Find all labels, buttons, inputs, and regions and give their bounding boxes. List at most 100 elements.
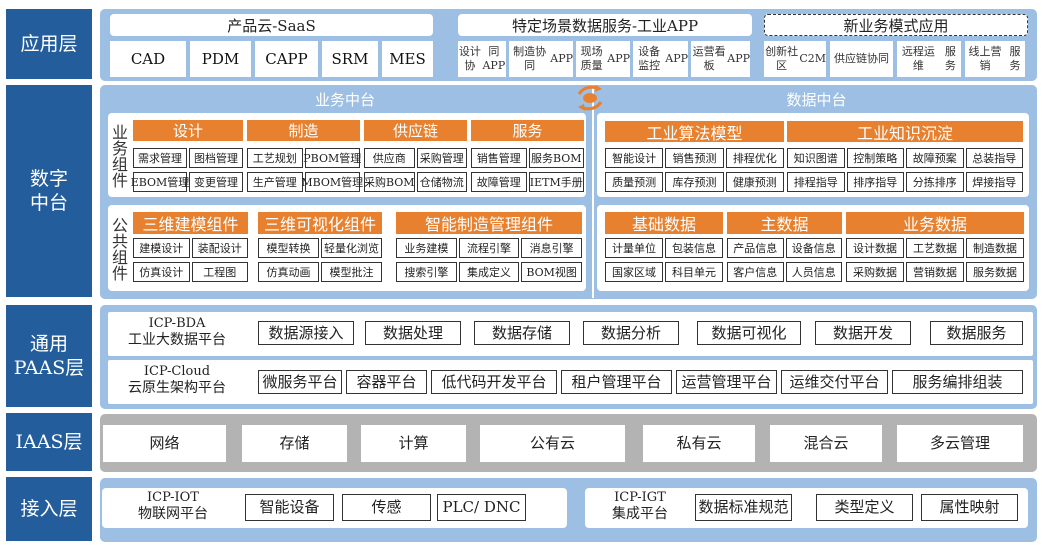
cloud-item: 运维交付平台 — [781, 370, 888, 394]
business-group-header: 供应链 — [364, 120, 467, 141]
bda-item: 数据可视化 — [697, 321, 801, 345]
public-component-item: 搜索引擎 — [396, 262, 457, 282]
data-model-item: 健康预测 — [725, 172, 784, 192]
data-model-item: 焊接指导 — [965, 172, 1023, 192]
cycle-arrows-icon — [575, 85, 605, 111]
business-group-header: 服务 — [471, 120, 584, 141]
cloud-item: 微服务平台 — [258, 370, 342, 394]
business-component-item: 销售管理 — [471, 148, 527, 168]
midplatform-divider — [592, 86, 594, 298]
new-business-item: 供应链协同 — [830, 41, 893, 77]
data-model-item: 分拣排序 — [906, 172, 964, 192]
iot-item: 传感 — [342, 494, 431, 521]
bda-item: 数据开发 — [815, 321, 911, 345]
data-model-item: 质量预测 — [605, 172, 664, 192]
data-item: 科目单元 — [665, 262, 723, 282]
iaas-item: 私有云 — [643, 425, 755, 462]
data-model-item: 知识图谱 — [787, 148, 845, 168]
public-group-header: 智能制造管理组件 — [396, 212, 582, 234]
cloud-item: 运营管理平台 — [676, 370, 777, 394]
saas-item: SRM — [322, 41, 378, 77]
public-component-item: 工程图 — [191, 262, 248, 282]
business-component-item: 采购BOM — [364, 172, 415, 192]
public-component-item: 模型批注 — [321, 262, 382, 282]
cloud-item: 低代码开发平台 — [431, 370, 557, 394]
saas-item: CAPP — [255, 41, 318, 77]
data-model-item: 排程优化 — [725, 148, 784, 168]
cloud-item: 服务编排组装 — [892, 370, 1023, 394]
data-item: 工艺数据 — [906, 238, 964, 258]
iaas-item: 公有云 — [480, 425, 625, 462]
new-business-item: 线上营销服务 — [965, 41, 1025, 77]
layer-label-iaas: IAAS层 — [6, 413, 92, 471]
cloud-name: ICP-Cloud — [143, 364, 211, 379]
iaas-item: 网络 — [103, 425, 226, 462]
business-component-item: PBOM管理 — [303, 148, 361, 168]
data-model-item: 故障预案 — [906, 148, 964, 168]
iot-subtitle: 物联网平台 — [138, 506, 208, 522]
new-business-title-text: 新业务模式应用 — [843, 16, 949, 35]
bda-subtitle: 工业大数据平台 — [128, 332, 226, 348]
iaas-item: 混合云 — [770, 425, 882, 462]
public-component-item: 消息引擎 — [521, 238, 582, 258]
business-component-item: 图档管理 — [189, 148, 243, 168]
data-model-item: 销售预测 — [665, 148, 724, 168]
cloud-item: 租户管理平台 — [561, 370, 672, 394]
bda-item: 数据处理 — [365, 321, 461, 345]
data-model-item: 智能设计 — [605, 148, 664, 168]
cloud-subtitle: 云原生架构平台 — [128, 380, 226, 396]
data-item: 国家区域 — [605, 262, 663, 282]
layer-label-text: 接入层 — [20, 498, 78, 520]
saas-title-text: 产品云-SaaS — [227, 16, 316, 35]
layer-label-text: 应用层 — [20, 33, 78, 55]
business-component-item: 变更管理 — [189, 172, 243, 192]
iaas-item: 多云管理 — [897, 425, 1023, 462]
layer-label-paas: 通用 PAAS层 — [6, 305, 92, 407]
igt-subtitle: 集成平台 — [612, 506, 668, 522]
bda-item: 数据源接入 — [258, 321, 354, 345]
data-model-item: 排程指导 — [787, 172, 845, 192]
data-item: 服务数据 — [966, 262, 1024, 282]
saas-title: 产品云-SaaS — [110, 14, 433, 36]
business-platform-title-text: 业务中台 — [314, 90, 375, 109]
public-component-item: 建模设计 — [133, 238, 190, 258]
business-component-item: 需求管理 — [133, 148, 187, 168]
saas-item: CAD — [110, 41, 186, 77]
layer-label-text: 通用 PAAS层 — [13, 333, 85, 379]
public-component-item: 流程引擎 — [458, 238, 520, 258]
public-component-item: 轻量化浏览 — [321, 238, 382, 258]
data-item: 人员信息 — [785, 262, 842, 282]
public-component-item: 集成定义 — [458, 262, 520, 282]
public-group-header: 三维建模组件 — [133, 212, 248, 234]
data-item: 设计数据 — [846, 238, 904, 258]
data-item: 设备信息 — [785, 238, 842, 258]
business-component-item: IETM手册 — [528, 172, 584, 192]
business-component-item: 服务BOM — [528, 148, 584, 168]
iaas-item: 存储 — [242, 425, 347, 462]
public-component-item: 仿真动画 — [258, 262, 319, 282]
data-item: 计量单位 — [605, 238, 663, 258]
data-platform-title-text: 数据中台 — [786, 90, 847, 109]
layer-label-midplatform: 数字 中台 — [6, 85, 92, 297]
data-item: 营销数据 — [906, 262, 964, 282]
new-business-title: 新业务模式应用 — [764, 14, 1028, 36]
public-components-label: 公共组件 — [111, 216, 128, 283]
public-component-item: 仿真设计 — [133, 262, 190, 282]
saas-item: PDM — [190, 41, 251, 77]
iot-name: ICP-IOT — [147, 490, 199, 505]
data-group-header: 工业知识沉淀 — [787, 121, 1023, 143]
igt-item: 属性映射 — [921, 494, 1018, 521]
data-item: 采购数据 — [846, 262, 904, 282]
business-group-header: 制造 — [247, 120, 360, 141]
data-platform-title: 数据中台 — [596, 88, 1037, 110]
business-component-item: 采购管理 — [416, 148, 467, 168]
public-component-item: BOM视图 — [521, 262, 582, 282]
layer-label-access: 接入层 — [6, 477, 92, 541]
business-component-item: MBOM管理 — [301, 172, 363, 192]
igt-item: 数据标准规范 — [695, 494, 792, 521]
